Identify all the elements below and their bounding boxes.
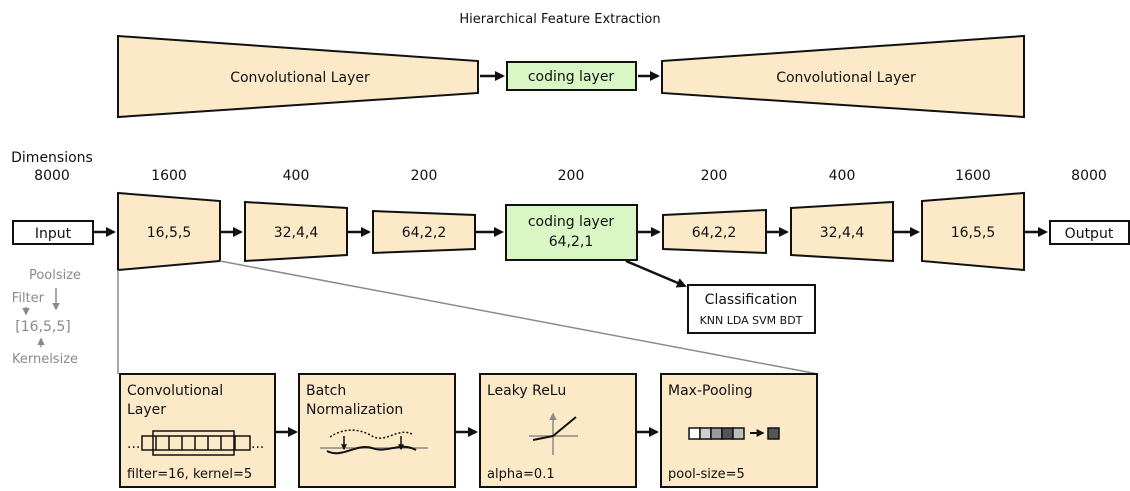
dimension-label: 200 <box>701 168 728 184</box>
classification-methods: KNN LDA SVM BDT <box>700 314 803 327</box>
legend-poolsize: Poolsize <box>29 268 81 283</box>
detail-batchnorm-box: Batch Normalization <box>298 373 456 488</box>
classification-title: Classification <box>705 292 798 308</box>
layer-enc-2-label: 32,4,4 <box>274 225 319 241</box>
layer-dec-3-label: 16,5,5 <box>951 225 996 241</box>
dimension-label: 1600 <box>151 168 187 184</box>
layer-enc-1: 16,5,5 <box>117 191 221 272</box>
input-label: Input <box>35 226 72 242</box>
top-decoder: Convolutional Layer <box>661 34 1025 119</box>
layer-enc-1-label: 16,5,5 <box>147 225 192 241</box>
ellipsis-right: ... <box>251 436 264 452</box>
dimension-input: 8000 <box>34 168 70 184</box>
batch-normalization-icon <box>320 429 428 455</box>
top-coding-label: coding layer <box>528 69 615 85</box>
layer-dec-1: 64,2,2 <box>662 208 767 255</box>
detail-conv-title-2: Layer <box>127 402 166 418</box>
max-pooling-icon <box>688 427 780 440</box>
dimension-label: 200 <box>411 168 438 184</box>
detail-batchnorm-title-1: Batch <box>306 383 346 399</box>
input-box: Input <box>12 220 94 245</box>
coding-layer-box: coding layer 64,2,1 <box>505 204 638 261</box>
diagram-title: Hierarchical Feature Extraction <box>459 12 660 27</box>
ellipsis-left: ... <box>127 436 140 452</box>
legend-filter: Filter <box>12 291 45 306</box>
legend-example: [16,5,5] <box>15 319 70 335</box>
dimension-labels: 1600 400 200 200 200 400 1600 8000 <box>151 168 1107 184</box>
top-decoder-label: Convolutional Layer <box>776 70 916 86</box>
layer-enc-3: 64,2,2 <box>372 209 476 255</box>
dimension-label: 200 <box>558 168 585 184</box>
leaky-relu-graph-icon <box>529 412 578 455</box>
layer-enc-3-label: 64,2,2 <box>402 225 447 241</box>
dimensions-header: Dimensions <box>11 150 93 166</box>
detail-maxpool-title: Max-Pooling <box>668 383 753 399</box>
top-coding-layer: coding layer <box>506 61 637 91</box>
layer-dec-1-label: 64,2,2 <box>692 225 737 241</box>
dimension-label: 1600 <box>955 168 991 184</box>
detail-maxpool-box: Max-Pooling pool-size=5 <box>660 373 818 488</box>
coding-layer-params: 64,2,1 <box>549 234 594 250</box>
coding-layer-title: coding layer <box>528 214 615 230</box>
detail-batchnorm-title-2: Normalization <box>306 402 403 418</box>
detail-leaky-relu-box: Leaky ReLu alpha=0.1 <box>479 373 637 488</box>
layer-dec-2: 32,4,4 <box>790 200 894 263</box>
output-box: Output <box>1049 220 1130 245</box>
dimension-label: 400 <box>829 168 856 184</box>
output-label: Output <box>1065 226 1114 242</box>
parameter-legend: Poolsize Filter [16,5,5] Kernelsize <box>12 268 81 367</box>
detail-maxpool-footer: pool-size=5 <box>668 467 745 482</box>
layer-dec-3: 16,5,5 <box>921 191 1025 272</box>
top-encoder-label: Convolutional Layer <box>230 70 370 86</box>
top-encoder: Convolutional Layer <box>117 34 479 119</box>
dimension-label: 8000 <box>1071 168 1107 184</box>
layer-enc-2: 32,4,4 <box>244 200 348 263</box>
detail-leaky-relu-footer: alpha=0.1 <box>487 467 555 482</box>
layer-dec-2-label: 32,4,4 <box>820 225 865 241</box>
detail-leaky-relu-title: Leaky ReLu <box>487 383 566 399</box>
detail-conv-title-1: Convolutional <box>127 383 223 399</box>
classification-box: Classification KNN LDA SVM BDT <box>687 284 816 334</box>
convolution-strip-icon <box>141 430 251 456</box>
legend-kernelsize: Kernelsize <box>12 352 78 367</box>
detail-conv-footer: filter=16, kernel=5 <box>127 467 252 482</box>
detail-conv-box: Convolutional Layer ... ... filter=16, k… <box>119 373 276 488</box>
dimension-label: 400 <box>283 168 310 184</box>
zoom-line-right <box>219 260 819 375</box>
